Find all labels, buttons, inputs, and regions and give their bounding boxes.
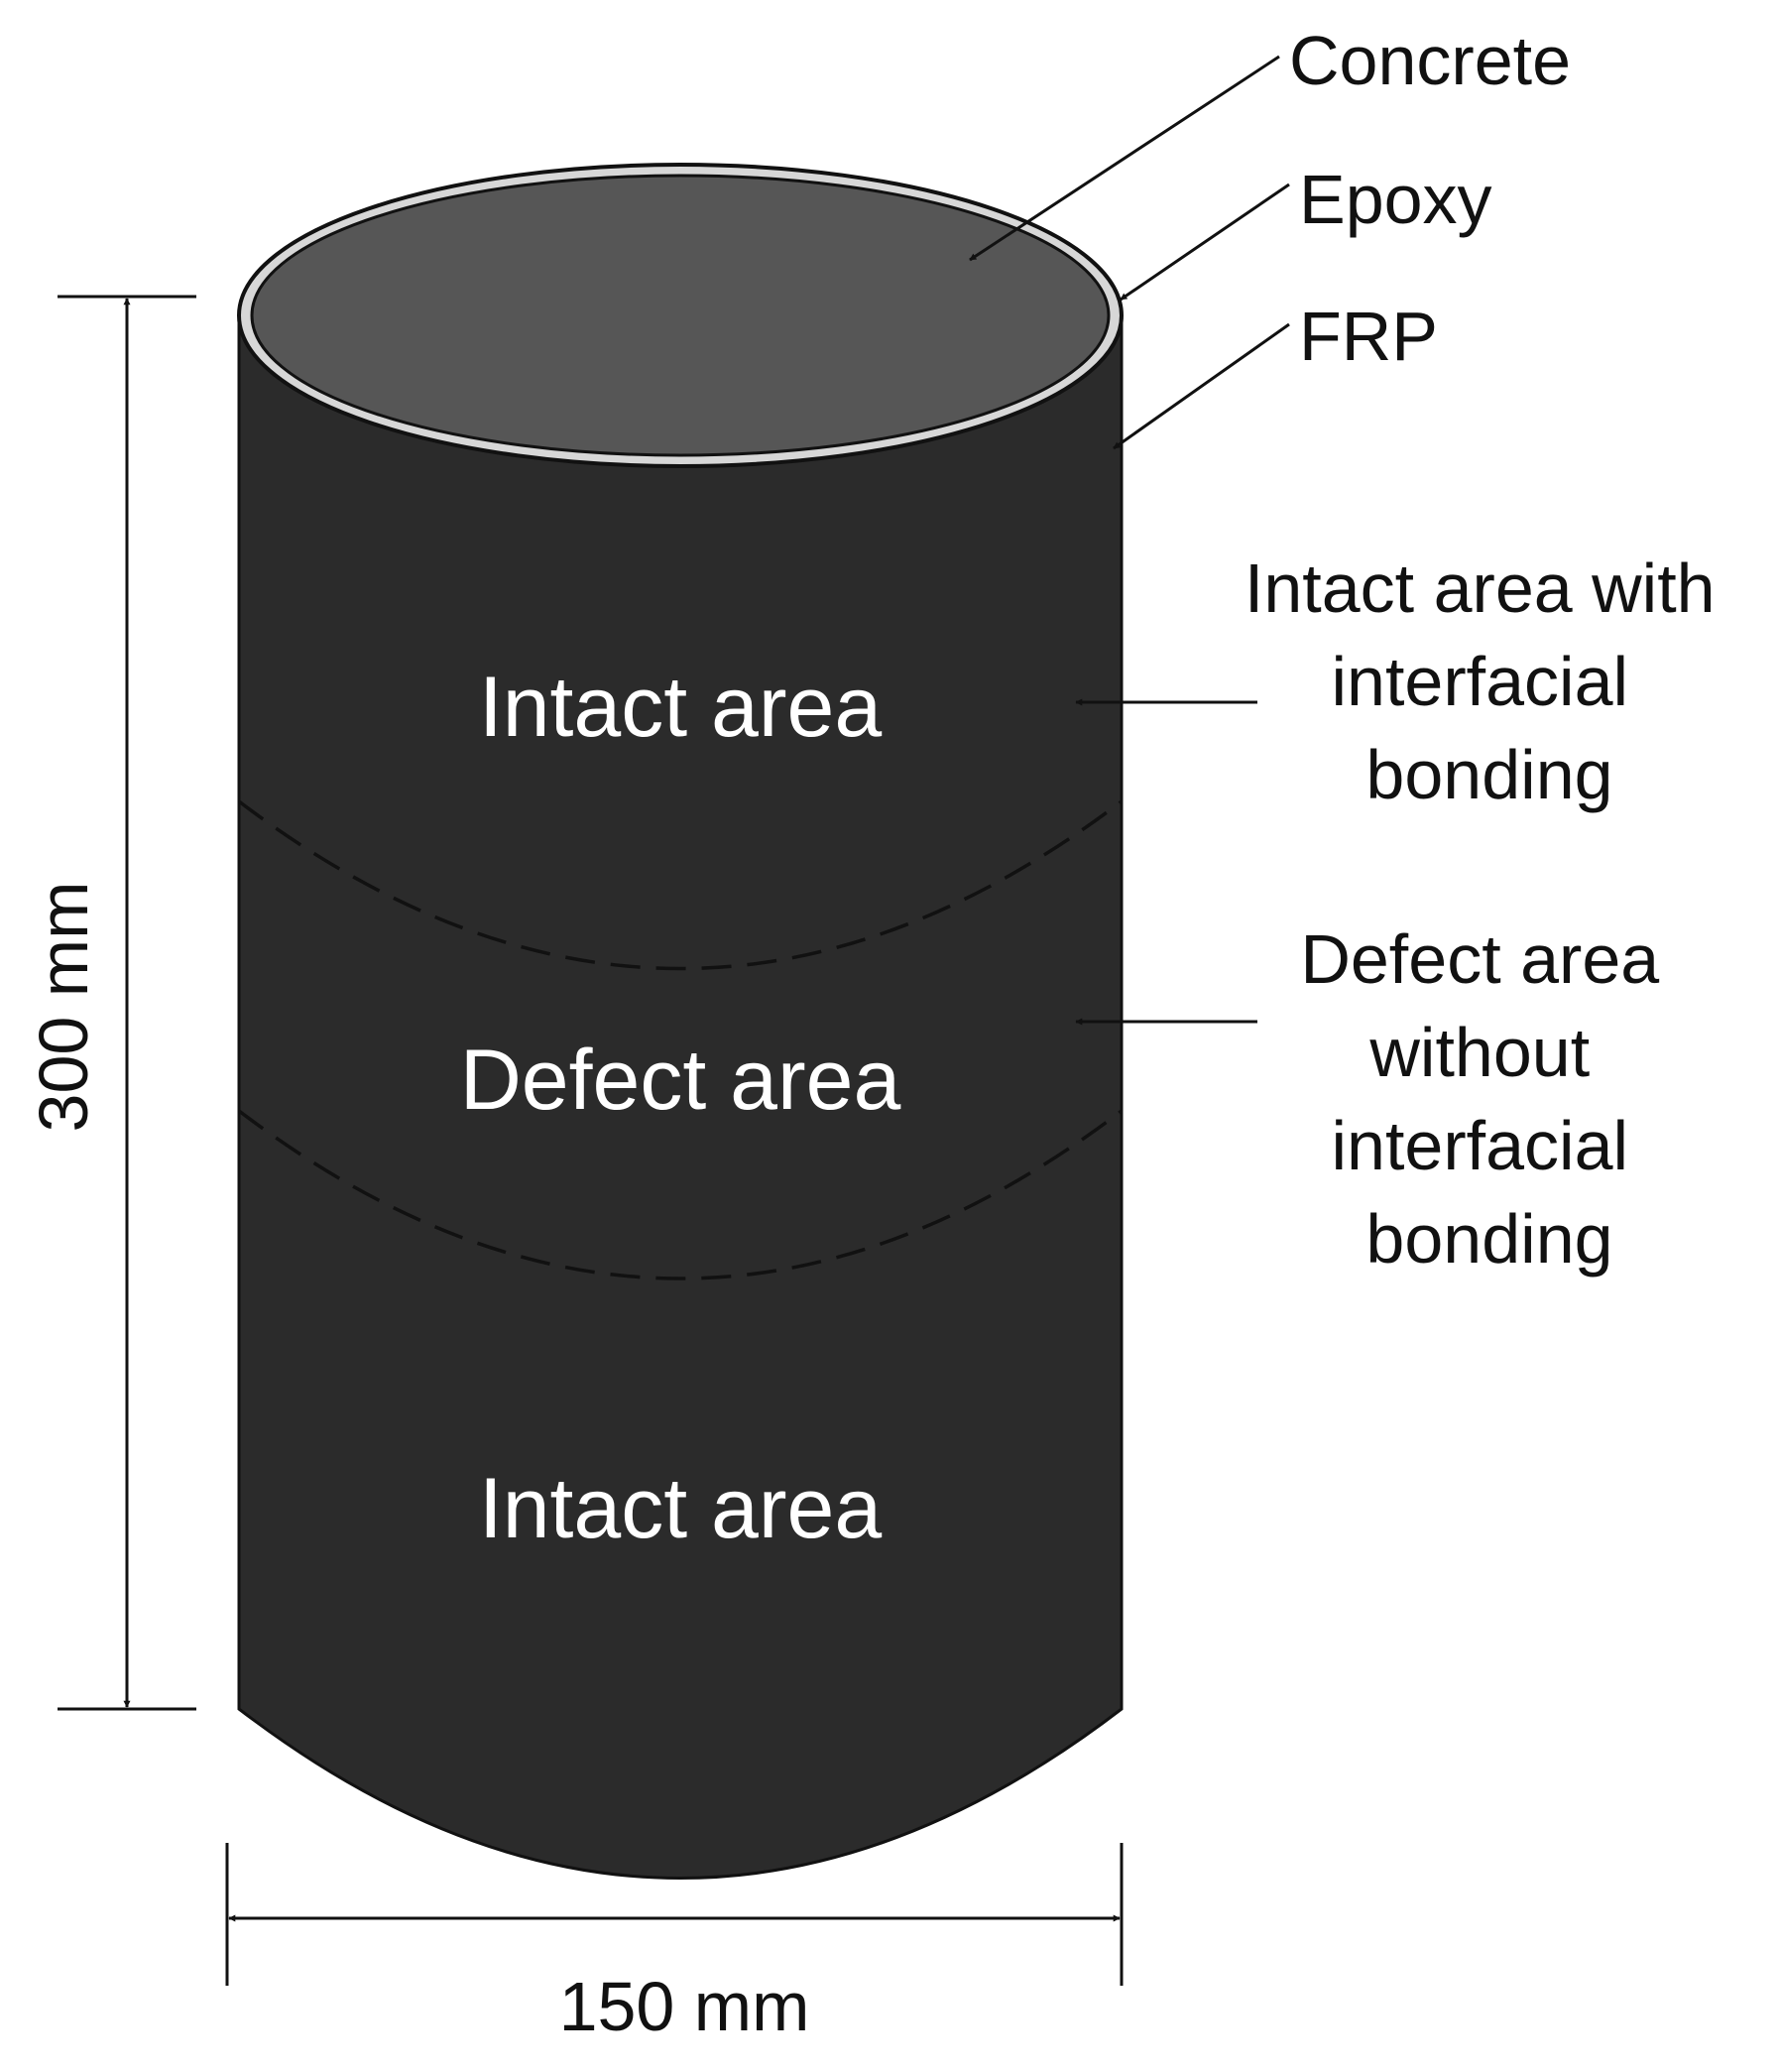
intact-note-line-1: Intact area with xyxy=(1245,549,1716,627)
intact-note-line-3: bonding xyxy=(1365,736,1612,813)
concrete-label: Concrete xyxy=(1289,22,1571,99)
intact-note-line-2: interfacial xyxy=(1331,643,1628,720)
defect-boundary-upper xyxy=(237,799,1124,971)
defect-note-text: Defect area without interfacial bonding xyxy=(1300,920,1678,1278)
epoxy-label: Epoxy xyxy=(1299,161,1492,238)
frp-leader-arrow xyxy=(1113,322,1290,450)
intact-area-top-label: Intact area xyxy=(479,660,883,755)
defect-note-line-1: Defect area xyxy=(1300,920,1659,998)
intact-area-bottom-label: Intact area xyxy=(479,1461,883,1556)
intact-note-text: Intact area with interfacial bonding xyxy=(1245,549,1734,813)
concrete-leader-arrow xyxy=(969,55,1280,262)
epoxy-leader-arrow xyxy=(1120,183,1290,302)
defect-note-line-3: interfacial xyxy=(1331,1107,1628,1184)
height-dimension-label: 300 mm xyxy=(25,882,102,1133)
defect-area-label: Defect area xyxy=(460,1033,901,1128)
cylinder-body xyxy=(237,315,1124,1880)
defect-note-line-4: bonding xyxy=(1365,1200,1612,1278)
frp-label: FRP xyxy=(1299,298,1438,375)
concrete-core xyxy=(250,174,1111,457)
diameter-dimension-label: 150 mm xyxy=(559,1968,810,2045)
defect-boundary-lower xyxy=(237,1109,1124,1280)
defect-note-line-2: without xyxy=(1368,1014,1590,1091)
